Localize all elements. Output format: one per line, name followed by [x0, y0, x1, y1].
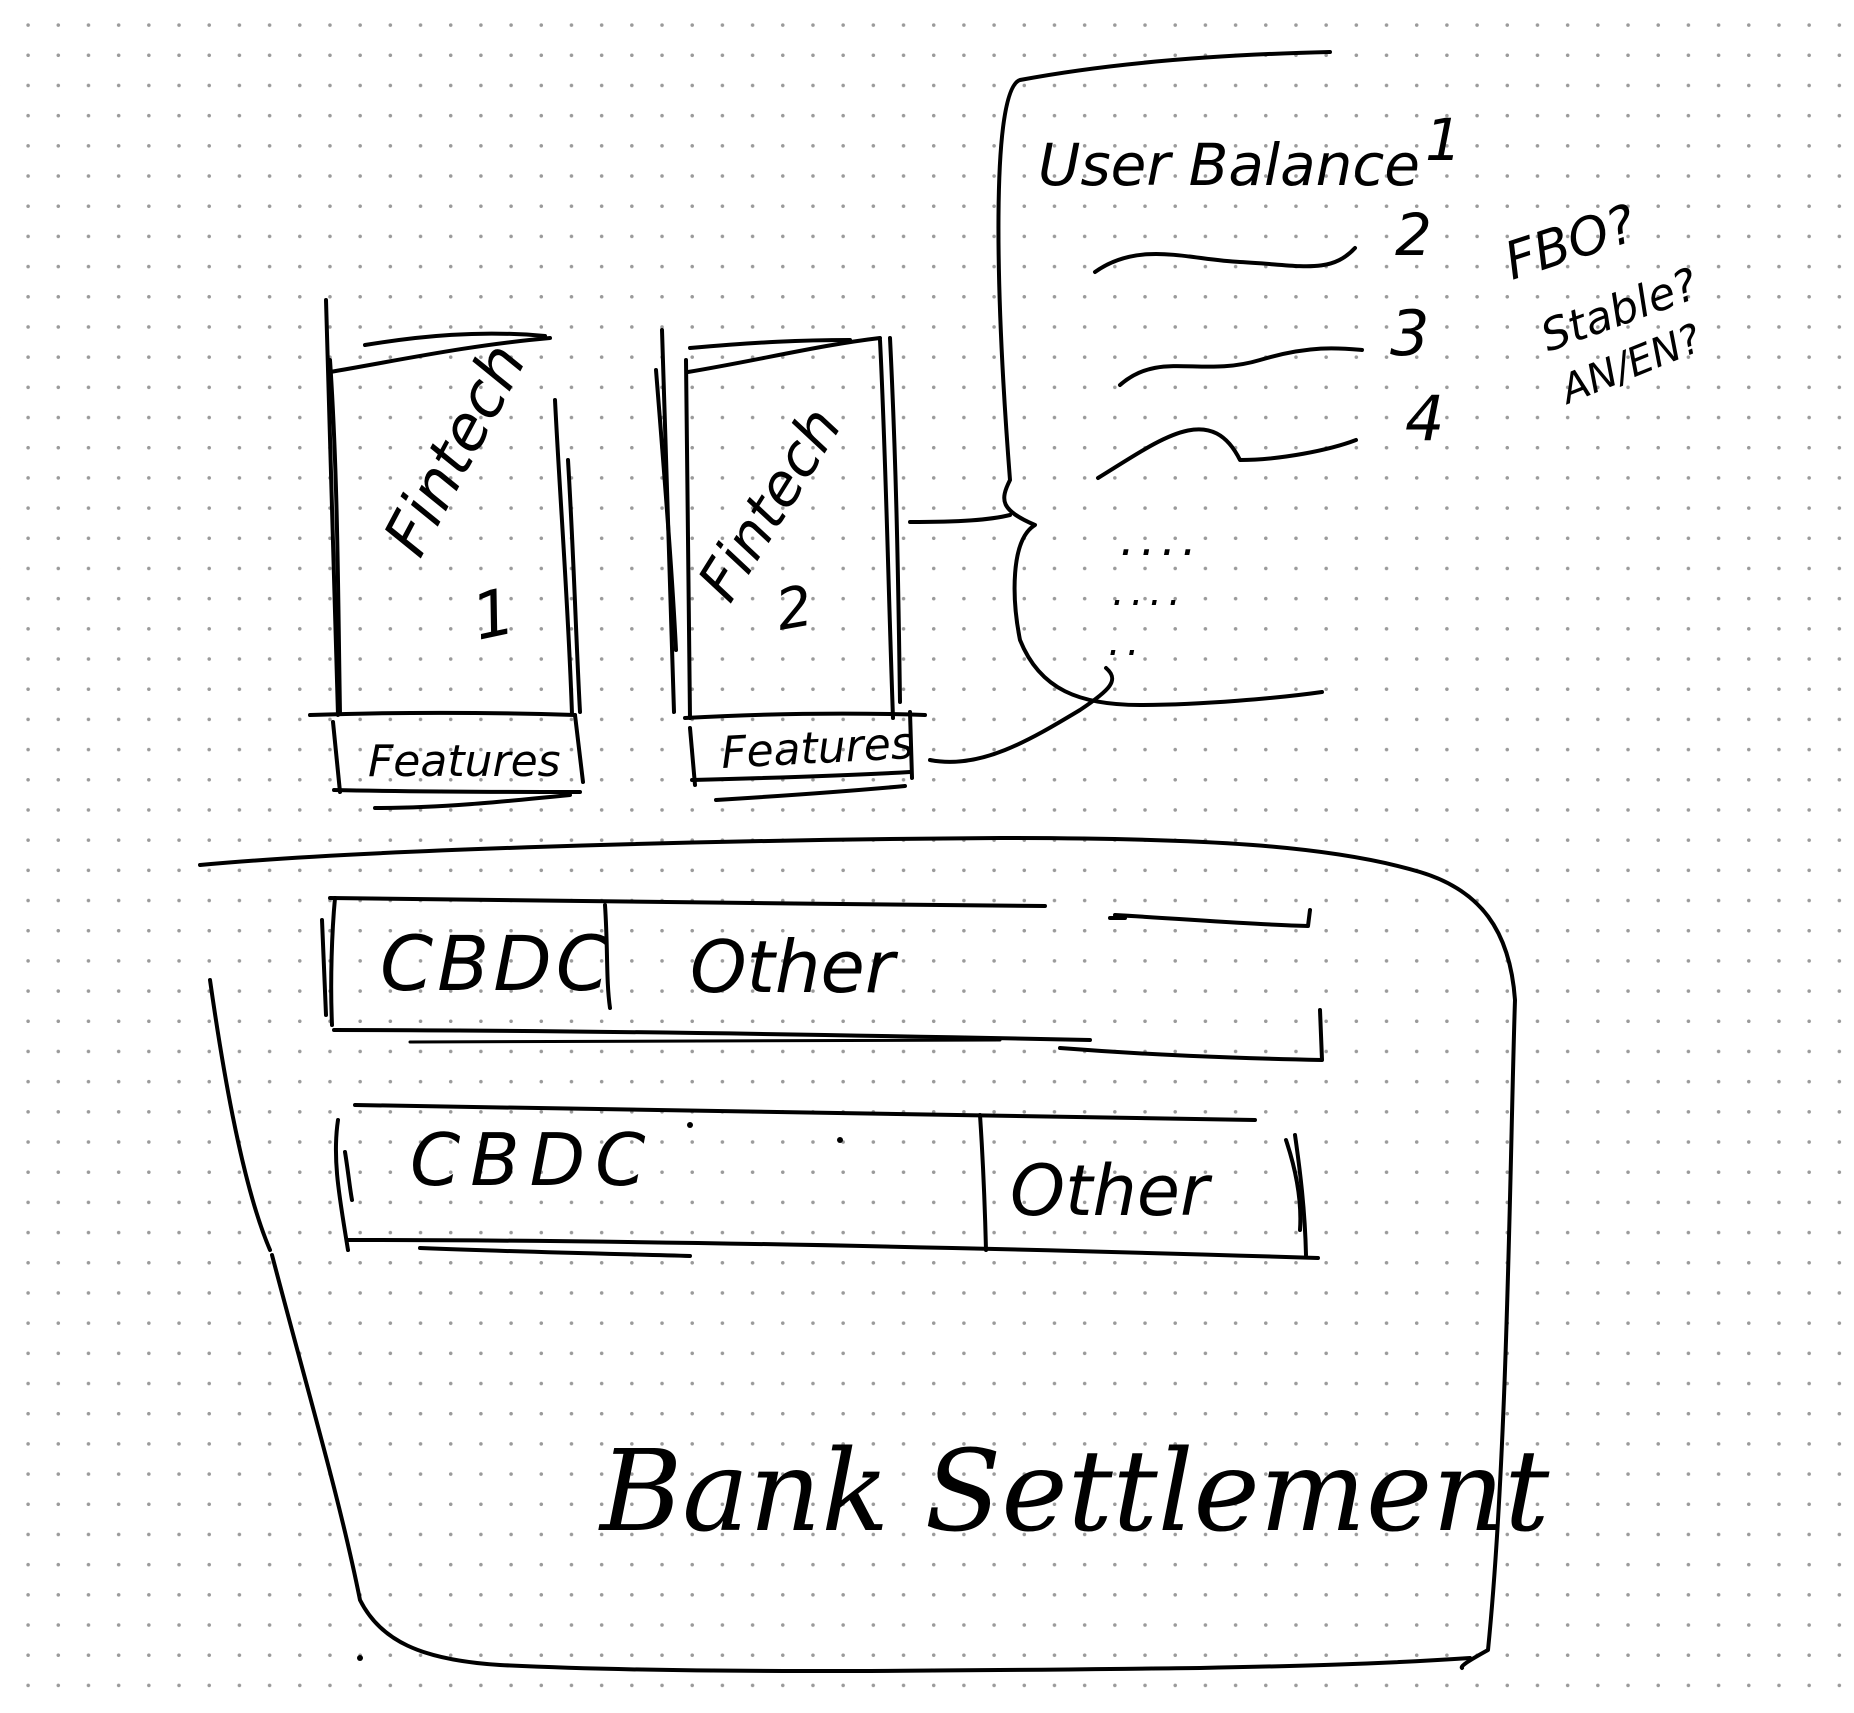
bank-row-1-other: Other [690, 925, 899, 1009]
fintech-1-features-label: Features [368, 736, 561, 787]
user-balance-row-1: 1 [1425, 106, 1462, 174]
fintech-1-number: 1 [466, 575, 521, 656]
bank-row-1: CBDC Other [320, 896, 1324, 1062]
bank-settlement-container [198, 836, 1517, 1674]
fintech-1-box: Fintech 1 [308, 298, 582, 717]
bank-row-1-cbdc: CBDC [380, 919, 613, 1008]
bank-settlement-label: Bank Settlement [598, 1427, 1550, 1557]
user-balance-row-4: 4 [1405, 382, 1444, 455]
fintech-to-ledger-connector [908, 513, 1012, 524]
user-balance-ellipsis-1: .... [1120, 512, 1203, 566]
user-balance-ellipsis-3: .. [1108, 619, 1145, 665]
user-balance-title: User Balance [1038, 131, 1420, 199]
user-balance-ellipsis-2: .... [1112, 569, 1187, 615]
fintech-1-name: Fintech [369, 331, 541, 567]
fintech-1-features: Features [331, 713, 585, 810]
bank-row-2: CBDC Other [333, 1103, 1320, 1260]
bank-row-2-cbdc: CBDC [410, 1118, 655, 1202]
open-questions: FBO? Stable? AN/EN? [1497, 194, 1708, 415]
fintech-2-number: 2 [771, 574, 817, 644]
features-to-ledger-connector [928, 666, 1115, 764]
fintech-2-name: Fintech [684, 395, 855, 612]
bank-row-2-other: Other [1010, 1150, 1213, 1232]
fintech-2-box: Fintech 2 [654, 328, 927, 720]
user-balance-row-2: 2 [1395, 201, 1432, 269]
user-balance-ledger: User Balance 1 2 3 4 .... .... .. [996, 50, 1462, 707]
question-fbo: FBO? [1497, 194, 1643, 293]
fintech-2-features: Features [688, 710, 915, 802]
fintech-2-features-label: Features [720, 718, 915, 779]
user-balance-row-3: 3 [1390, 297, 1429, 370]
